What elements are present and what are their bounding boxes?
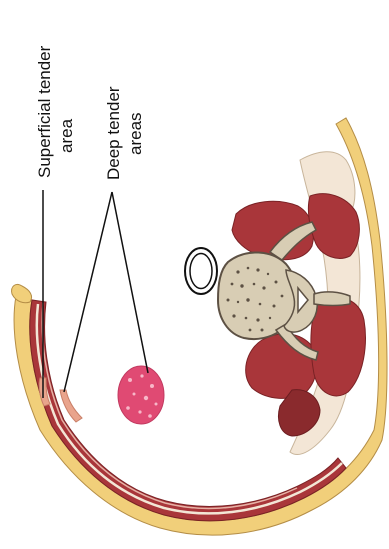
deep-leader-line-to-organ — [112, 192, 148, 373]
leader-lines — [43, 190, 148, 398]
label-superficial-line-2: area — [57, 118, 76, 153]
wall-end-cap — [12, 284, 32, 302]
aorta — [185, 248, 217, 294]
label-deep-line-2: areas — [126, 112, 145, 155]
label-superficial-tender-area: Superficial tender area — [35, 45, 76, 178]
deep-leader-line-to-wall — [64, 192, 112, 392]
lower-paraspinal-muscle — [246, 334, 317, 399]
inflamed-organ — [118, 366, 164, 424]
label-superficial-line-1: Superficial tender — [35, 45, 54, 178]
label-deep-tender-areas: Deep tender areas — [104, 86, 145, 180]
aorta-inner-wall — [190, 254, 212, 289]
lower-psoas-muscle — [311, 297, 366, 396]
label-deep-line-1: Deep tender — [104, 86, 123, 180]
spinous-process — [314, 292, 350, 306]
deep-tender-area — [118, 366, 164, 424]
